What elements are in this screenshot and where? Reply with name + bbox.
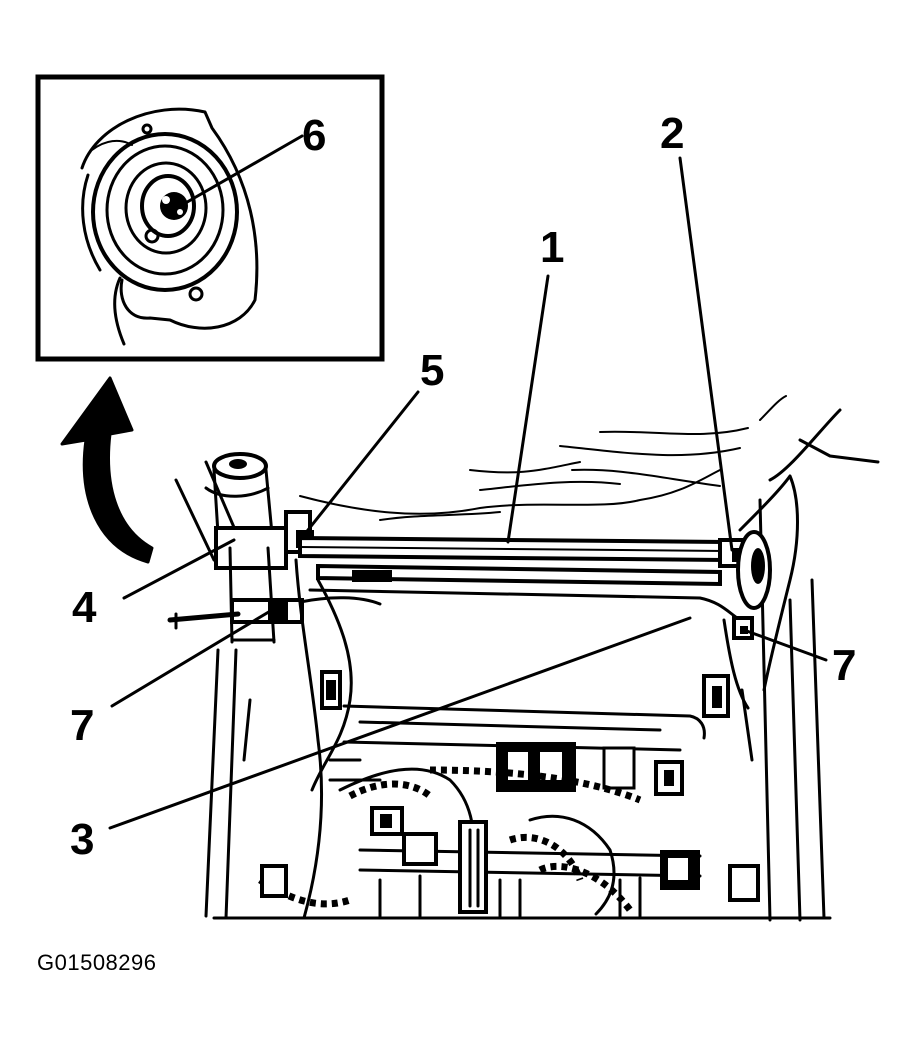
removal-arrow	[60, 376, 154, 564]
leader-5	[298, 390, 420, 542]
leader-3	[108, 616, 692, 830]
leader-6	[180, 134, 304, 207]
callout-3: 3	[70, 815, 94, 864]
leader-4	[122, 538, 236, 600]
callout-5: 5	[420, 346, 444, 395]
callout-6: 6	[302, 111, 326, 160]
callout-1: 1	[540, 223, 564, 272]
right-pivot	[702, 474, 799, 718]
inset-detail-view	[35, 74, 385, 362]
leader-1	[506, 274, 550, 544]
figure-id: G01508296	[37, 950, 157, 975]
left-mount-bracket	[167, 510, 314, 630]
mount-outer-ring	[91, 132, 239, 292]
callout-7-left: 7	[70, 701, 94, 750]
callout-4: 4	[72, 583, 97, 632]
callout-7-right: 7	[832, 641, 856, 690]
wiper-transmission-tube	[298, 535, 742, 622]
callout-2: 2	[660, 109, 684, 158]
leader-7-left	[110, 608, 274, 708]
center-nut	[160, 192, 188, 220]
leader-2	[678, 156, 734, 552]
wiper-motor	[204, 452, 288, 644]
engine-bay	[212, 704, 832, 920]
main-assembly	[108, 156, 880, 922]
leader-7-right	[742, 628, 828, 662]
